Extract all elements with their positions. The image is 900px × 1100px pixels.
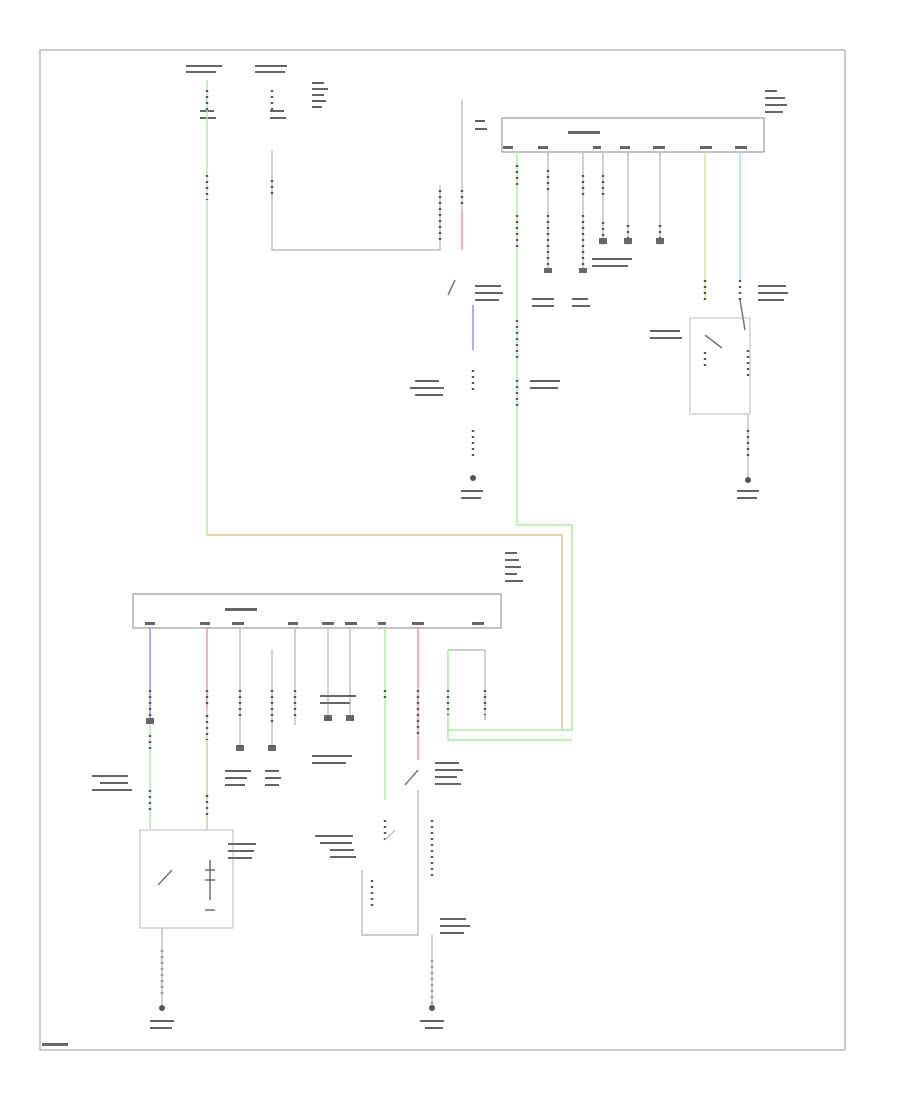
top-right-switch-lever bbox=[704, 299, 746, 349]
top-module-box bbox=[501, 117, 765, 153]
bottom-connector-blocks bbox=[146, 715, 354, 751]
top-right-labels bbox=[650, 90, 788, 499]
bottom-labels bbox=[42, 695, 470, 1046]
bottom-left-switch-lever bbox=[157, 869, 173, 886]
bottom-middle-switch-lever bbox=[404, 769, 419, 786]
bottom-module-box bbox=[132, 593, 502, 629]
middle-ground-terminal bbox=[470, 475, 476, 481]
bottom-left-switch-parts bbox=[205, 860, 215, 911]
middle-top-labels bbox=[186, 65, 632, 499]
bottom-connector-marks bbox=[148, 690, 487, 1005]
bottom-left-ground-terminal bbox=[159, 1005, 165, 1011]
wire-green-loop bbox=[447, 650, 572, 741]
bottom-left-switch-box bbox=[139, 829, 234, 929]
top-right-switch-box bbox=[689, 317, 751, 415]
wire-tan-horizontal bbox=[207, 534, 563, 730]
wire-green-module-down bbox=[448, 152, 573, 731]
top-connector-marks bbox=[515, 165, 742, 300]
page-frame bbox=[39, 49, 846, 1051]
bottom-module-labels bbox=[505, 552, 523, 582]
top-module-pin-labels bbox=[503, 131, 747, 149]
bottom-middle-wire bbox=[361, 790, 419, 936]
middle-top-marks bbox=[270, 180, 519, 460]
wire-gray-bottom-f bbox=[448, 649, 486, 720]
bottom-module-pin-labels bbox=[145, 608, 484, 625]
top-connector-blocks bbox=[544, 238, 664, 273]
middle-switch-lever bbox=[447, 279, 456, 296]
wire-gray-sensor bbox=[271, 150, 441, 251]
top-right-ground-terminal bbox=[745, 477, 751, 483]
left-top-marks bbox=[205, 90, 274, 200]
top-right-ground-marks bbox=[703, 350, 750, 460]
bottom-middle-ground-terminal bbox=[429, 1005, 435, 1011]
